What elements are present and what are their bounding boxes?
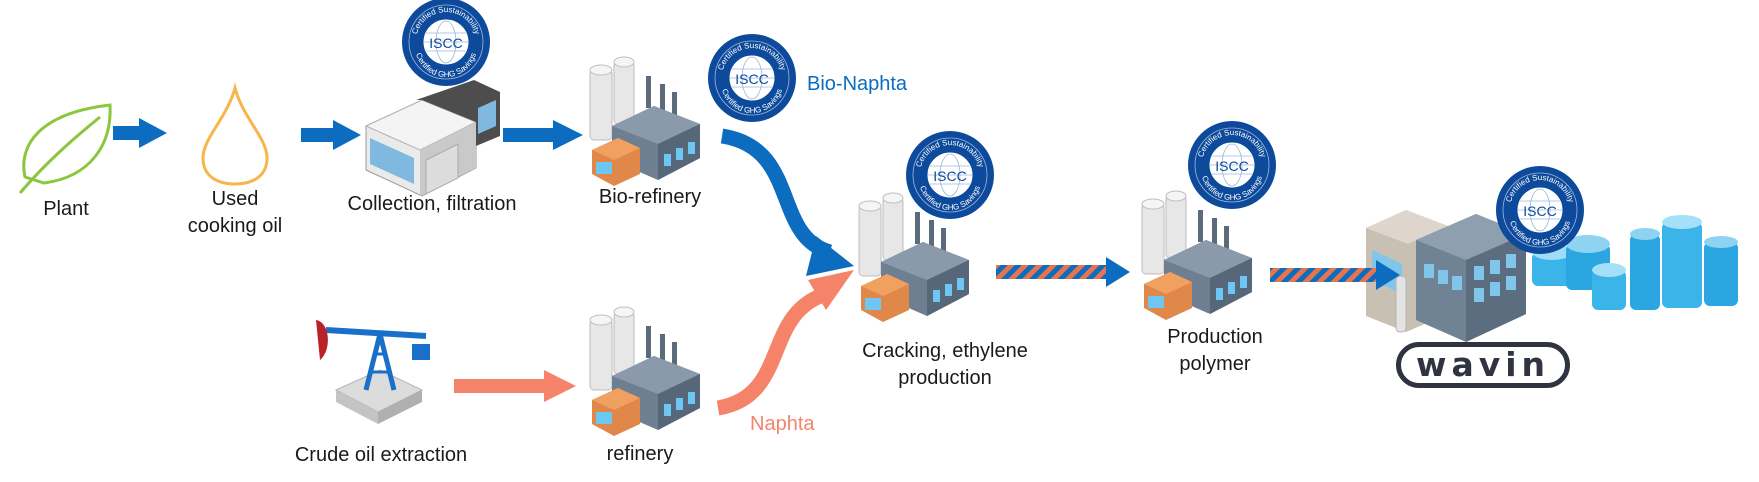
factory-icon [589, 306, 701, 437]
iscc-badge: ISCC Certified Sustainability Certified … [905, 130, 995, 220]
flow-arrow [1270, 260, 1400, 290]
biorefinery-label-text: Bio-refinery [598, 186, 702, 208]
svg-text:ISCC: ISCC [1523, 203, 1556, 219]
pipes-icon [1532, 215, 1738, 310]
flow-arrow [503, 120, 583, 150]
bio-naphta-flow-arrow [720, 128, 854, 276]
collection-label: Collection, filtration [330, 191, 534, 218]
naphta-label: Naphta [750, 413, 815, 435]
flow-arrow [996, 257, 1130, 287]
cracking-line-2: production [898, 367, 992, 389]
used-oil-line-1: Used [211, 188, 259, 210]
flow-arrow [113, 118, 167, 148]
naphta-flow-arrow [716, 270, 854, 416]
iscc-badge: ISCC Certified Sustainability Certified … [1187, 120, 1277, 210]
refinery-label-text: refinery [606, 443, 674, 465]
refinery-label: refinery [580, 441, 700, 468]
wavin-logo-text: wavin [1415, 345, 1551, 384]
cracking-label: Cracking, ethylene production [840, 338, 1050, 392]
bio-naphta-label: Bio-Naphta [807, 73, 908, 95]
flow-arrow [301, 120, 361, 150]
svg-text:ISCC: ISCC [735, 71, 768, 87]
oil-drop-icon [201, 82, 269, 186]
iscc-badge: ISCC Certified Sustainability Certified … [1495, 165, 1585, 255]
crude-oil-label-text: Crude oil extraction [294, 444, 468, 466]
svg-text:ISCC: ISCC [933, 168, 966, 184]
cracking-line-1: Cracking, ethylene [862, 340, 1028, 362]
iscc-badge: ISCC Certified Sustainability Certified … [707, 33, 797, 123]
crude-oil-label: Crude oil extraction [276, 442, 486, 469]
factory-icon [1141, 190, 1253, 321]
used-cooking-oil-label: Used cooking oil [165, 186, 305, 240]
collection-label-text: Collection, filtration [347, 193, 517, 215]
flow-arrow [454, 370, 576, 402]
plant-label: Plant [26, 196, 106, 223]
polymer-label: Production polymer [1150, 324, 1280, 378]
leaf-icon [18, 103, 112, 194]
building-icon [1366, 210, 1526, 342]
svg-text:ISCC: ISCC [1215, 158, 1248, 174]
polymer-line-1: Production [1167, 326, 1263, 348]
used-oil-line-2: cooking oil [187, 215, 283, 237]
biorefinery-label: Bio-refinery [580, 184, 720, 211]
warehouse-icon [364, 80, 500, 197]
wavin-logo: wavin [1396, 342, 1570, 388]
plant-label-text: Plant [43, 198, 89, 220]
iscc-badge: ISCC Certified Sustainability Certified … [401, 0, 491, 87]
polymer-line-2: polymer [1179, 353, 1251, 375]
factory-icon [589, 56, 701, 187]
oil-pump-icon [316, 320, 430, 424]
svg-text:ISCC: ISCC [429, 35, 462, 51]
